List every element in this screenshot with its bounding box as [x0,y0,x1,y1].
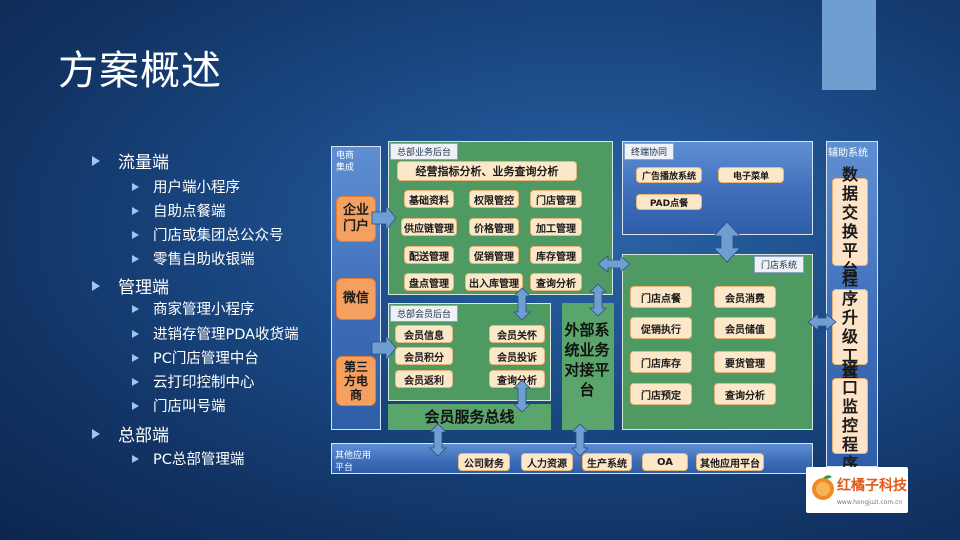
bullet-item: PC门店管理中台 [132,347,259,368]
store-module-box: 门店预定 [630,383,692,405]
member-module-box: 会员投诉 [489,347,545,365]
bullet-item: 管理端 [92,273,169,298]
module-box: 门店管理 [530,190,582,208]
triangle-bullet-icon [92,428,100,439]
store-module-box: 会员消费 [714,286,776,308]
arrow-updown-icon [713,221,741,263]
other-app-box: OA [642,453,688,471]
triangle-bullet-icon [132,304,139,313]
terminal-tag: 终端协同 [624,143,675,160]
triangle-bullet-icon [132,329,139,338]
logo-url: www.hongjuzi.com.cn [837,499,903,506]
bullet-item: PC总部管理端 [132,448,244,469]
page-title: 方案概述 [58,48,222,94]
module-box: 价格管理 [469,218,519,236]
accent-bar [822,0,876,90]
triangle-bullet-icon [92,280,100,291]
triangle-bullet-icon [132,377,139,386]
triangle-bullet-icon [132,401,139,410]
module-box: 供应链管理 [401,218,457,236]
bullet-item: 商家管理小程序 [132,298,255,319]
arrow-updown-icon [429,423,447,457]
upgrade-tool-box: 程序升级工具 [832,270,868,384]
arrow-updown-icon [513,379,531,413]
triangle-bullet-icon [132,353,139,362]
member-module-box: 会员关怀 [489,325,545,343]
hq-member-tag: 总部会员后台 [390,305,459,322]
triangle-bullet-icon [92,155,100,166]
arrow-right-icon [371,334,397,362]
store-module-box: 查询分析 [714,383,776,405]
module-box: 促销管理 [469,246,519,264]
store-module-box: 门店点餐 [630,286,692,308]
triangle-bullet-icon [132,230,139,239]
arrow-updown-icon [589,283,607,317]
store-tag: 门店系统 [754,256,805,273]
module-box: 权限管控 [469,190,519,208]
ecommerce-label: 电商集成 [336,151,355,173]
data-exchange-box: 数据交换平台 [832,165,868,279]
third-party-ecommerce-box: 第三方电商 [336,356,376,406]
store-module-box: 要货管理 [714,351,776,373]
kpi-analysis-box: 经营指标分析、业务查询分析 [397,161,577,181]
terminal-module-box: 广告播放系统 [636,167,702,183]
arrow-updown-icon [571,423,589,457]
other-app-box: 其他应用平台 [696,453,764,471]
module-box: 盘点管理 [404,273,454,291]
bullet-item: 门店或集团总公众号 [132,224,284,245]
arrow-updown-icon [513,287,531,321]
member-module-box: 会员积分 [395,347,453,365]
store-module-box: 门店库存 [630,351,692,373]
module-box: 配送管理 [404,246,454,264]
module-box: 基础资料 [404,190,454,208]
arrow-right-icon [371,204,397,232]
other-app-box: 公司财务 [458,453,510,471]
external-platform-panel [562,303,614,430]
company-logo: 红橘子科技 www.hongjuzi.com.cn [806,467,908,513]
triangle-bullet-icon [132,454,139,463]
bullet-item: 进销存管理PDA收货端 [132,323,299,344]
bullet-item: 云打印控制中心 [132,371,255,392]
bullet-item: 用户端小程序 [132,176,240,197]
orange-logo-icon [812,475,834,500]
bullet-item: 零售自助收银端 [132,248,255,269]
module-box: 出入库管理 [465,273,523,291]
external-platform-label: 外部系统业务对接平台 [564,321,610,399]
bullet-item: 总部端 [92,421,169,446]
module-box: 加工管理 [530,218,582,236]
bullet-item: 流量端 [92,148,169,173]
member-module-box: 会员信息 [395,325,453,343]
bullet-item: 门店叫号端 [132,395,226,416]
terminal-module-box: 电子菜单 [718,167,784,183]
wechat-box: 微信 [336,278,376,320]
arrow-leftright-icon [807,313,837,331]
module-box: 查询分析 [530,273,582,291]
triangle-bullet-icon [132,206,139,215]
member-bus-label: 会员服务总线 [424,408,515,426]
member-module-box: 会员返利 [395,370,453,388]
store-module-box: 会员储值 [714,317,776,339]
hq-business-tag: 总部业务后台 [390,143,459,160]
triangle-bullet-icon [132,182,139,191]
other-apps-label: 其他应用平台 [335,451,372,473]
enterprise-portal-box: 企业门户 [336,196,376,242]
module-box: 库存管理 [530,246,582,264]
arrow-leftright-icon [597,255,631,273]
store-module-box: 促销执行 [630,317,692,339]
aux-tag: 辅助系统 [828,148,868,159]
terminal-module-box: PAD点餐 [636,194,702,210]
other-app-box: 生产系统 [582,453,632,471]
other-app-box: 人力资源 [521,453,573,471]
triangle-bullet-icon [132,254,139,263]
bullet-item: 自助点餐端 [132,200,226,221]
logo-name: 红橘子科技 [837,478,907,494]
